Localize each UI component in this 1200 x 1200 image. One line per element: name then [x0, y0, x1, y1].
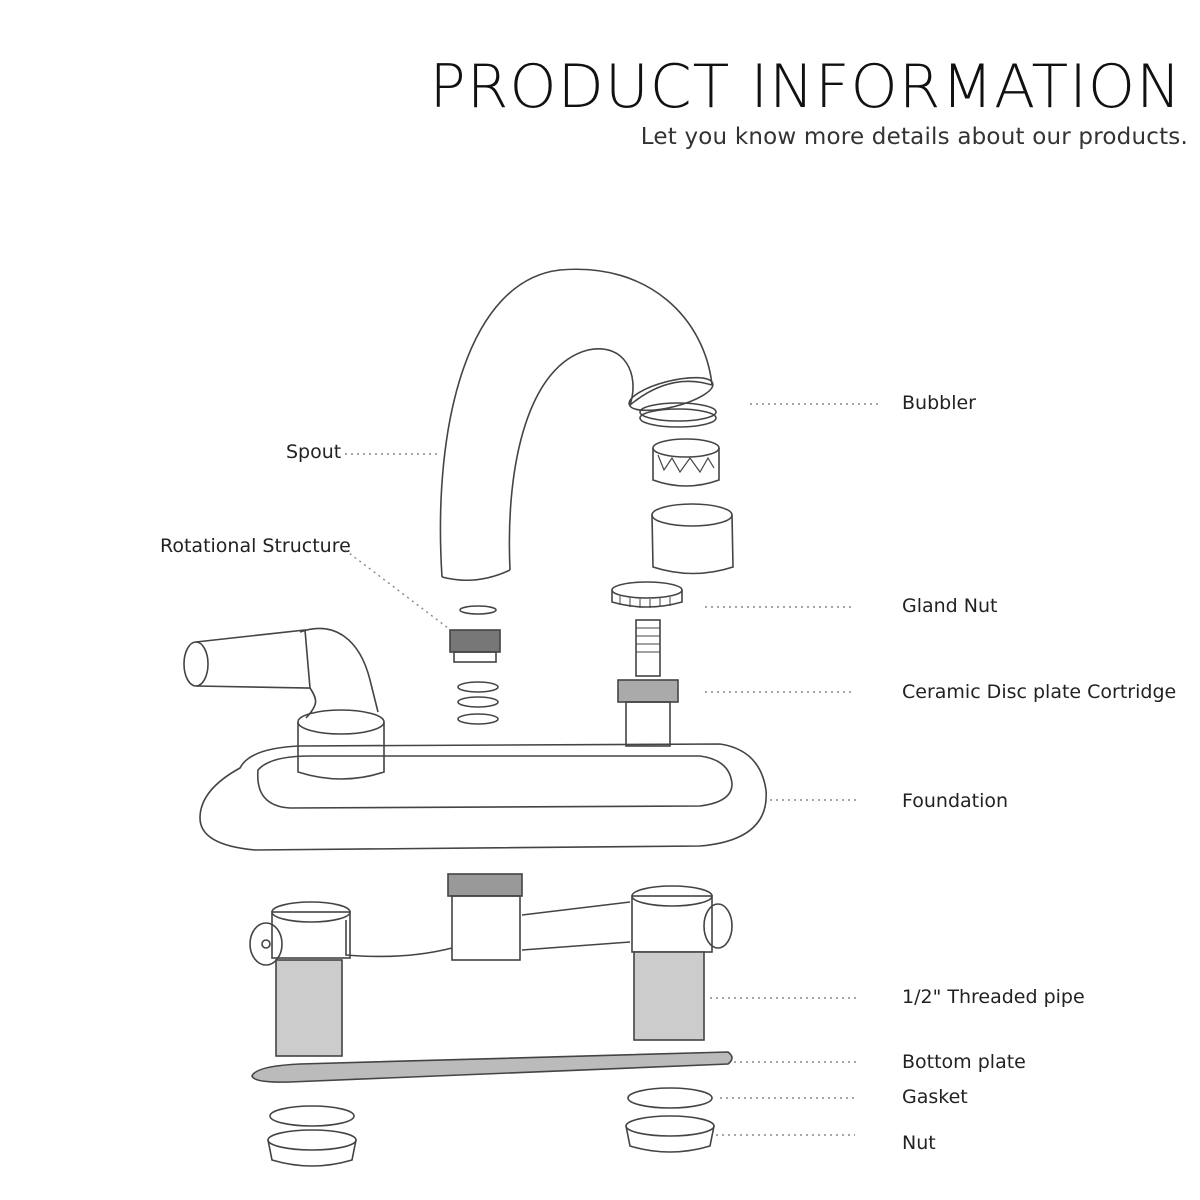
gland-nut — [611, 581, 683, 608]
label-bottom-plate: Bottom plate — [902, 1051, 1026, 1073]
label-bubbler: Bubbler — [902, 392, 976, 414]
rotational-structure — [449, 605, 501, 725]
label-nut: Nut — [902, 1132, 936, 1154]
spout — [439, 268, 714, 582]
gaskets — [269, 1087, 713, 1127]
page-title: PRODUCT INFORMATION — [429, 52, 1182, 122]
bubbler-parts — [639, 402, 734, 575]
label-gland-nut: Gland Nut — [902, 595, 998, 617]
label-cartridge: Ceramic Disc plate Cortridge — [902, 681, 1177, 703]
page-subtitle: Let you know more details about our prod… — [640, 124, 1188, 150]
label-gasket: Gasket — [902, 1086, 968, 1108]
label-spout: Spout — [286, 441, 342, 463]
foundation — [199, 743, 767, 851]
nuts — [267, 1115, 715, 1167]
label-rotational-structure: Rotational Structure — [160, 535, 351, 557]
ceramic-cartridge — [617, 619, 679, 747]
label-foundation: Foundation — [902, 790, 1009, 812]
handle — [183, 627, 385, 780]
bottom-plate — [251, 1051, 733, 1083]
label-threaded-pipe: 1/2" Threaded pipe — [902, 986, 1085, 1008]
leader-lines — [344, 403, 880, 1136]
threaded-pipe — [249, 873, 733, 1057]
